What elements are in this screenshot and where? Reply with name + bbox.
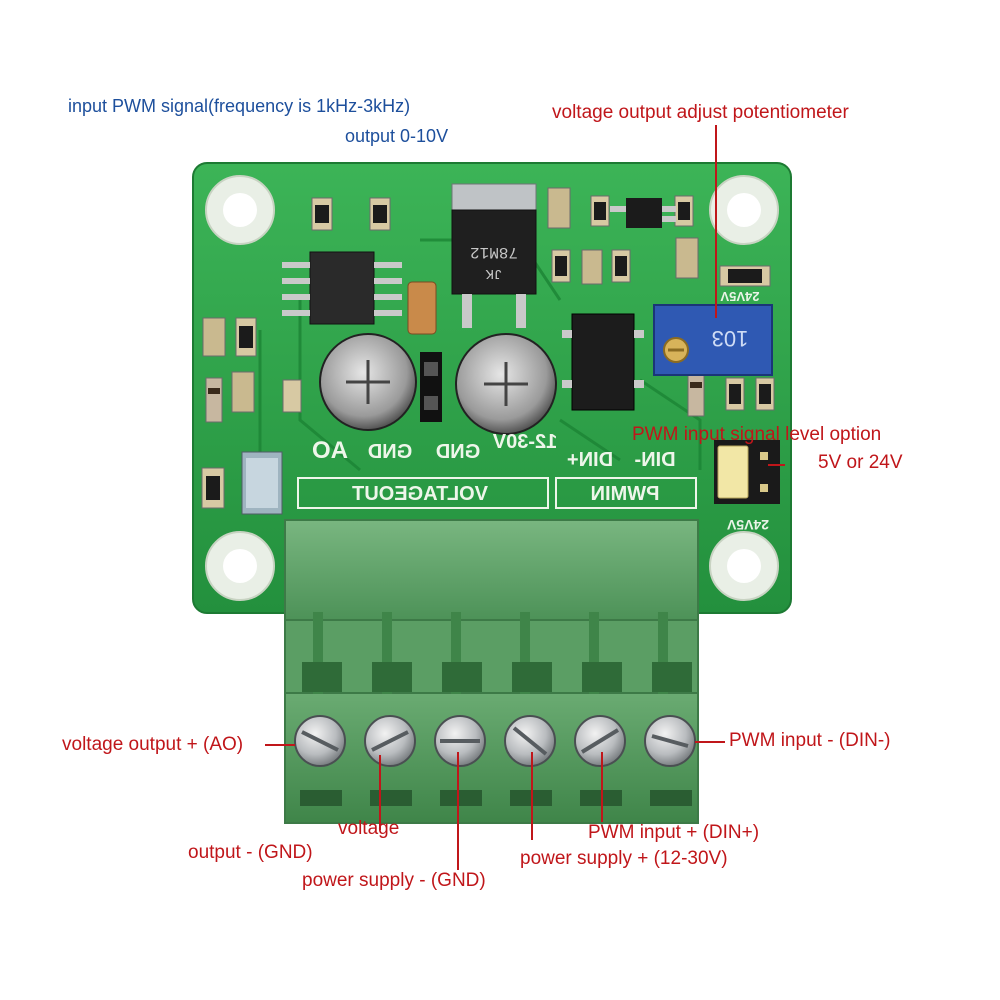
silk-label-din-plus: DIN+	[567, 449, 613, 471]
transistor-icon	[610, 198, 676, 228]
silk-label-12-30v: 12-30V	[492, 431, 557, 453]
label-level-option: PWM input signal level option	[632, 424, 882, 445]
optocoupler-ic-icon	[562, 313, 644, 411]
regulator-marking: 78M12	[470, 243, 518, 261]
silk-label-ao: AO	[312, 437, 348, 464]
label-potentiometer: voltage output adjust potentiometer	[552, 102, 849, 123]
silk-label-gnd-1: GND	[368, 441, 412, 463]
mounting-hole-icon	[205, 531, 275, 601]
label-pwm-input-plus: PWM input + (DIN+)	[588, 822, 760, 843]
potentiometer-marking: 103	[712, 326, 749, 351]
label-pwm-input-minus: PWM input - (DIN-)	[729, 730, 891, 751]
leader-lines	[265, 125, 785, 870]
jumper-top-marking: 24V5V	[720, 289, 759, 304]
jumper-marking: 24V5V	[726, 517, 769, 533]
silk-section-pwmin: PWMIN	[591, 483, 660, 505]
note-output-range: output 0-10V	[345, 126, 449, 146]
label-power-supply-gnd: power supply - (GND)	[302, 870, 486, 891]
pcb-board: 78M12 JK 103	[192, 162, 792, 614]
screw-terminal-icon[interactable]	[574, 715, 626, 767]
mounting-hole-icon	[709, 175, 779, 245]
screw-terminal-icon[interactable]	[644, 715, 696, 767]
mounting-hole-icon	[205, 175, 275, 245]
label-voltage-output-gnd-line1: voltage	[338, 818, 400, 839]
voltage-regulator-icon: 78M12 JK	[451, 183, 537, 328]
mounting-hole-icon	[709, 531, 779, 601]
screw-terminal-icon[interactable]	[434, 715, 486, 767]
screw-terminal-icon[interactable]	[364, 715, 416, 767]
label-power-supply-plus: power supply + (12-30V)	[520, 848, 728, 869]
op-amp-ic-icon	[282, 251, 402, 325]
electrolytic-capacitor-icon	[319, 333, 417, 431]
silk-section-voltageout: VOLTAGEOUT	[352, 483, 488, 505]
regulator-marking-2: JK	[485, 265, 502, 281]
level-jumper-icon[interactable]: 24V5V 24V5V	[714, 289, 780, 533]
smd-components	[201, 187, 775, 515]
label-voltage-output-gnd-line2: output - (GND)	[188, 842, 313, 863]
silk-label-din-minus: DIN-	[634, 449, 675, 471]
screw-terminal-icon[interactable]	[294, 715, 346, 767]
silk-label-gnd-2: GND	[436, 441, 480, 463]
label-voltage-output-ao: voltage output + (AO)	[62, 734, 244, 755]
electrolytic-capacitor-icon	[455, 333, 557, 435]
note-input-pwm: input PWM signal(frequency is 1kHz-3kHz)	[68, 96, 411, 116]
terminal-block	[284, 519, 699, 824]
screw-terminal-icon[interactable]	[504, 715, 556, 767]
potentiometer-icon: 103	[653, 304, 773, 376]
label-level-values: 5V or 24V	[818, 452, 903, 473]
